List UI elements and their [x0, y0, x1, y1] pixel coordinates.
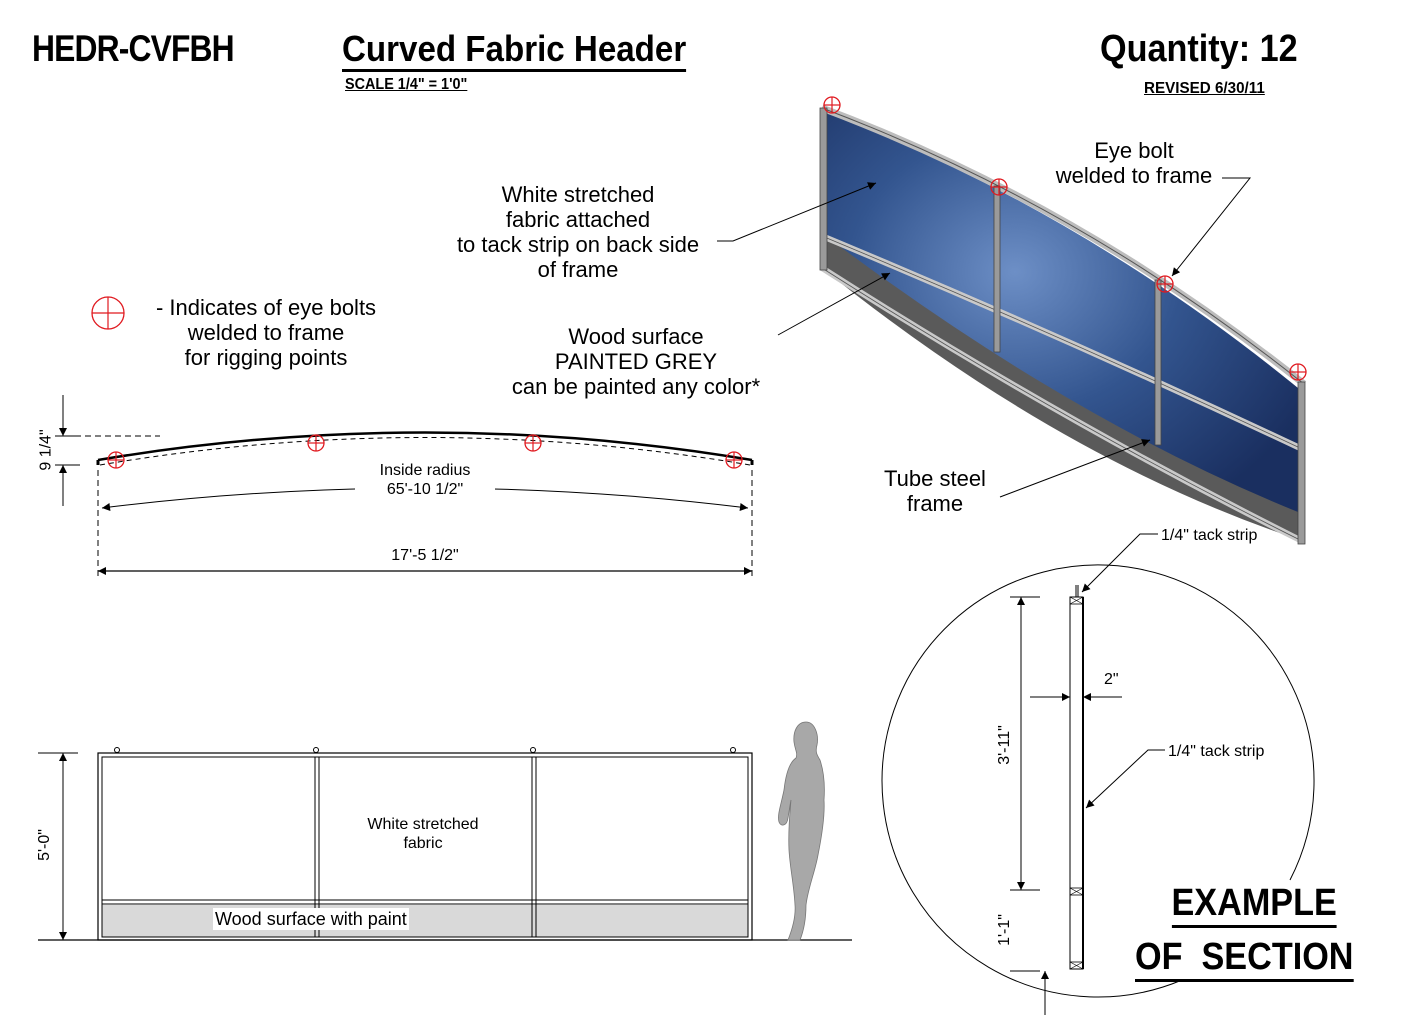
product-code: HEDR-CVFBH	[32, 28, 235, 69]
isometric-view	[819, 96, 1307, 545]
eye-bolt-icon	[530, 747, 536, 753]
elevation-view	[38, 721, 852, 941]
tack-strip-top-label: 1/4" tack strip	[1161, 527, 1258, 544]
height-dimension: 5'-0"	[35, 829, 53, 861]
scale-note: SCALE 1/4" = 1'0"	[345, 76, 468, 93]
section-title-line2: OF SECTION	[1135, 935, 1354, 982]
revision-date: REVISED 6/30/11	[1144, 80, 1265, 97]
callout-wood-surface: Wood surface PAINTED GREY can be painted…	[511, 324, 761, 399]
wood-height-dimension: 1'-1"	[995, 914, 1013, 946]
overall-width-dimension: 17'-5 1/2"	[391, 547, 459, 564]
depth-dimension: 2"	[1104, 671, 1119, 688]
eye-bolt-icon	[1289, 363, 1307, 381]
eye-bolt-icon	[725, 451, 743, 469]
inside-radius-label: Inside radius	[379, 462, 471, 479]
eye-bolt-crosshair-icon	[91, 296, 125, 330]
quantity-label: Quantity: 12	[1100, 28, 1298, 70]
elevation-fabric-label: White stretched fabric	[367, 816, 479, 852]
drawing-title: Curved Fabric Header	[342, 30, 687, 72]
eye-bolt-icon	[524, 434, 542, 452]
legend-text: - Indicates of eye bolts welded to frame…	[155, 295, 377, 370]
tack-strip-side-label: 1/4" tack strip	[1168, 743, 1265, 760]
section-view	[881, 533, 1315, 1015]
eye-bolt-icon	[823, 96, 841, 114]
eye-bolt-icon	[114, 747, 120, 753]
rise-dimension: 9 1/4"	[38, 429, 56, 471]
human-silhouette-icon	[778, 721, 825, 941]
plan-view	[55, 395, 754, 580]
callout-fabric: White stretched fabric attached to tack …	[456, 182, 700, 282]
eye-bolt-icon	[307, 434, 325, 452]
eye-bolt-icon	[990, 178, 1008, 196]
section-title-line1: EXAMPLE	[1171, 881, 1337, 928]
fabric-height-dimension: 3'-11"	[995, 725, 1013, 765]
callout-eye-bolt: Eye bolt welded to frame	[1055, 138, 1213, 188]
leader-lines	[717, 177, 1252, 498]
section-title: EXAMPLE OF SECTION	[1135, 878, 1354, 986]
callout-tube-steel: Tube steel frame	[884, 466, 986, 516]
eye-bolt-icon	[107, 451, 125, 469]
eye-bolt-icon	[1156, 275, 1174, 293]
eye-bolt-icon	[730, 747, 736, 753]
fabric-panels-iso	[826, 112, 1298, 512]
elevation-wood-label: Wood surface with paint	[213, 908, 409, 930]
eye-bolt-icon	[313, 747, 319, 753]
inside-radius-dimension: 65'-10 1/2"	[386, 481, 464, 498]
